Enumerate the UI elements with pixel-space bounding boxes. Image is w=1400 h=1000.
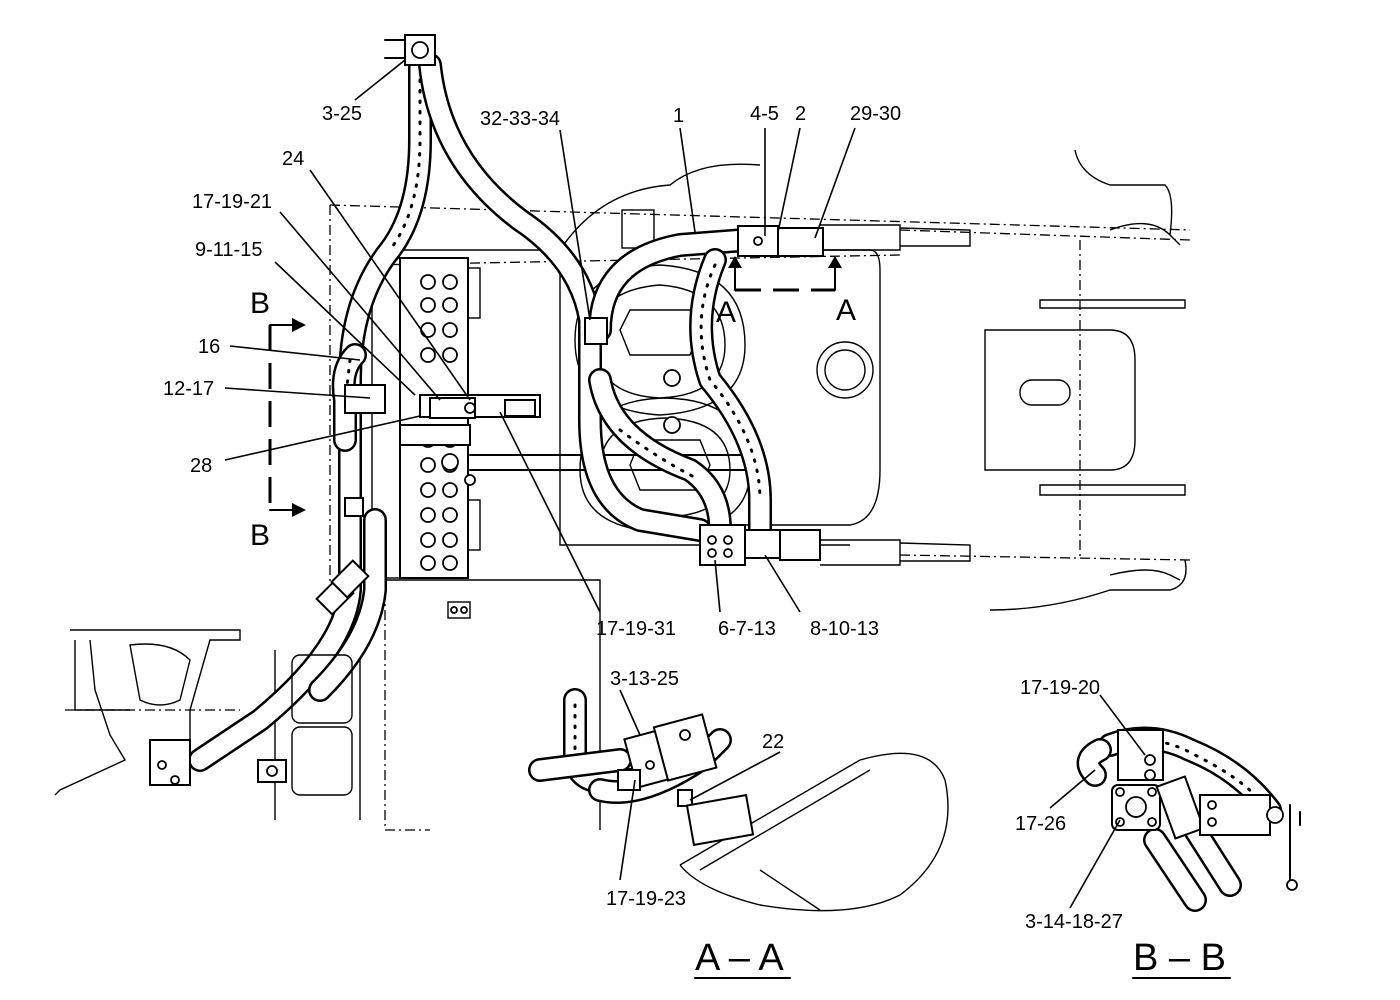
callout-32-33-34: 32-33-34 <box>480 108 560 130</box>
callout-12-17: 12-17 <box>163 378 214 400</box>
callout-17-19-31: 17-19-31 <box>596 618 676 640</box>
callout-labels: 3-25 32-33-34 1 4-5 2 29-30 24 17-19-21 … <box>163 103 1123 933</box>
section-cut-lines <box>268 256 842 517</box>
callout-17-19-23: 17-19-23 <box>606 888 686 910</box>
callout-2: 2 <box>795 103 806 125</box>
callout-16: 16 <box>198 336 220 358</box>
callout-9-11-15: 9-11-15 <box>195 239 262 261</box>
leader-lines <box>224 59 1146 909</box>
chassis-frame <box>274 149 1191 831</box>
callout-29-30: 29-30 <box>850 103 901 125</box>
section-marker-b-bottom: B <box>250 519 270 552</box>
section-marker-b-top: B <box>250 287 270 320</box>
callout-17-26: 17-26 <box>1015 813 1066 835</box>
callout-1: 1 <box>673 105 684 127</box>
main-hoses <box>188 48 772 772</box>
section-marker-a-right: A <box>836 294 856 327</box>
callout-17-19-20: 17-19-20 <box>1020 677 1100 699</box>
callout-6-7-13: 6-7-13 <box>718 618 776 640</box>
section-titles: A – A B – B <box>694 937 1231 979</box>
lift-arm-cylinders <box>820 224 971 566</box>
section-markers: A A B B <box>250 287 856 552</box>
section-bb-view <box>1076 726 1301 912</box>
section-marker-a-left: A <box>716 296 736 329</box>
callout-3-14-18-27: 3-14-18-27 <box>1025 911 1123 933</box>
callout-4-5: 4-5 <box>750 103 779 125</box>
callout-3-13-25: 3-13-25 <box>610 668 679 690</box>
pump-housing <box>54 629 353 796</box>
callout-17-19-21: 17-19-21 <box>192 191 272 213</box>
section-aa-view <box>528 688 949 912</box>
callout-3-25: 3-25 <box>322 103 362 125</box>
section-title-bb: B – B <box>1133 937 1226 979</box>
callout-28: 28 <box>190 455 212 477</box>
callout-24: 24 <box>282 148 304 170</box>
callout-8-10-13: 8-10-13 <box>810 618 879 640</box>
section-title-aa: A – A <box>695 937 784 979</box>
main-fittings <box>149 34 824 786</box>
callout-22: 22 <box>762 731 784 753</box>
